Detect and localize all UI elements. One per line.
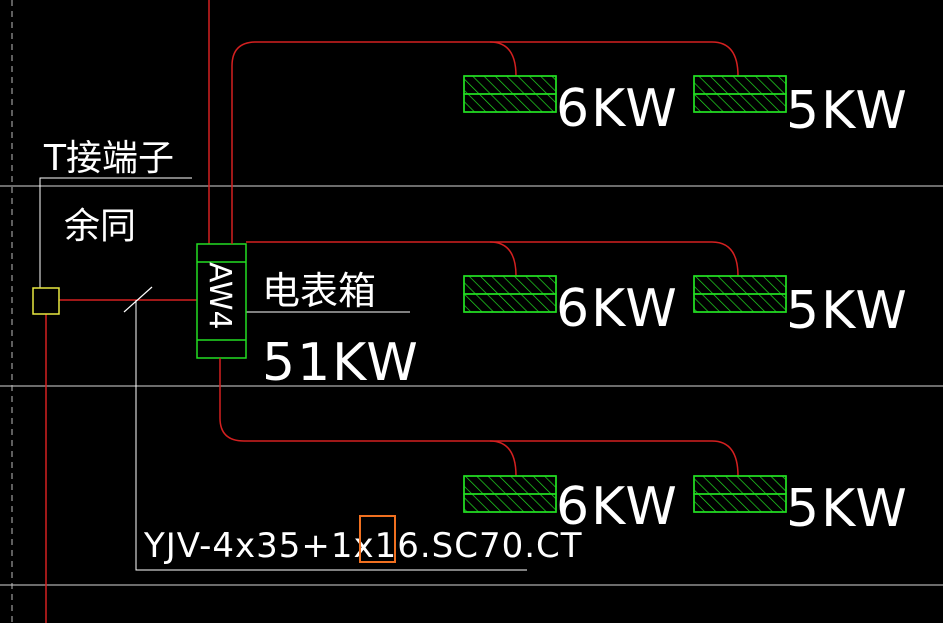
load-box (693, 275, 787, 313)
meter-box-label: 电表箱 (262, 269, 376, 313)
load-box (463, 75, 557, 113)
branch-top (231, 41, 517, 244)
load-box (463, 275, 557, 313)
branch-bottom-right (490, 440, 739, 477)
t-terminal-box (32, 287, 60, 315)
load-label-right: 5KW (786, 281, 909, 341)
panel-aw4 (196, 243, 247, 359)
terminal-leader (39, 177, 192, 288)
cable-spec-prefix: YJV-4x35+1x (143, 526, 375, 566)
load-label-left: 6KW (556, 477, 679, 537)
branch-middle-right (490, 241, 739, 277)
load-label-left: 6KW (556, 279, 679, 339)
cable-spec-highlight: 16 (375, 526, 420, 566)
cable-highlight-box (359, 515, 396, 563)
branch-top-right (490, 41, 739, 77)
cable-leader (135, 300, 527, 571)
branch-bottom (219, 358, 517, 477)
load-box (463, 475, 557, 513)
load-label-left: 6KW (556, 79, 679, 139)
terminal-note: 余同 (64, 206, 136, 247)
load-box (693, 75, 787, 113)
panel-id-label: AW4 (202, 262, 237, 330)
cable-spec-label: YJV-4x35+1x16.SC70.CT (143, 526, 583, 566)
cable-tick (123, 286, 153, 313)
cable-spec-suffix: .SC70.CT (420, 526, 583, 566)
load-label-right: 5KW (786, 479, 909, 539)
meter-power-label: 51KW (262, 333, 420, 393)
terminal-label: T接端子 (43, 138, 174, 179)
load-label-right: 5KW (786, 81, 909, 141)
load-box (693, 475, 787, 513)
